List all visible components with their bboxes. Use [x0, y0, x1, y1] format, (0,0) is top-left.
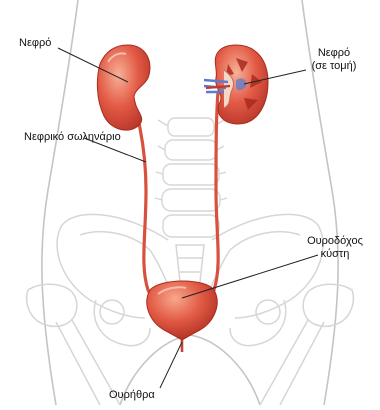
label-bladder: Ουροδόχος κύστη: [298, 235, 372, 261]
label-urethra: Ουρήθρα: [109, 389, 155, 402]
label-kidney-right: Νεφρό (σε τομή): [304, 47, 364, 73]
label-bladder-line1: Ουροδόχος: [298, 235, 372, 248]
label-kidney-right-line2: (σε τομή): [304, 60, 364, 73]
label-bladder-line2: κύστη: [298, 248, 372, 261]
right-kidney-section: [204, 45, 268, 124]
label-kidney-right-line1: Νεφρό: [304, 47, 364, 60]
label-kidney-left: Νεφρό: [19, 37, 51, 50]
left-kidney: [97, 45, 150, 130]
label-ureter: Νεφρικό σωληνάριο: [24, 131, 121, 144]
